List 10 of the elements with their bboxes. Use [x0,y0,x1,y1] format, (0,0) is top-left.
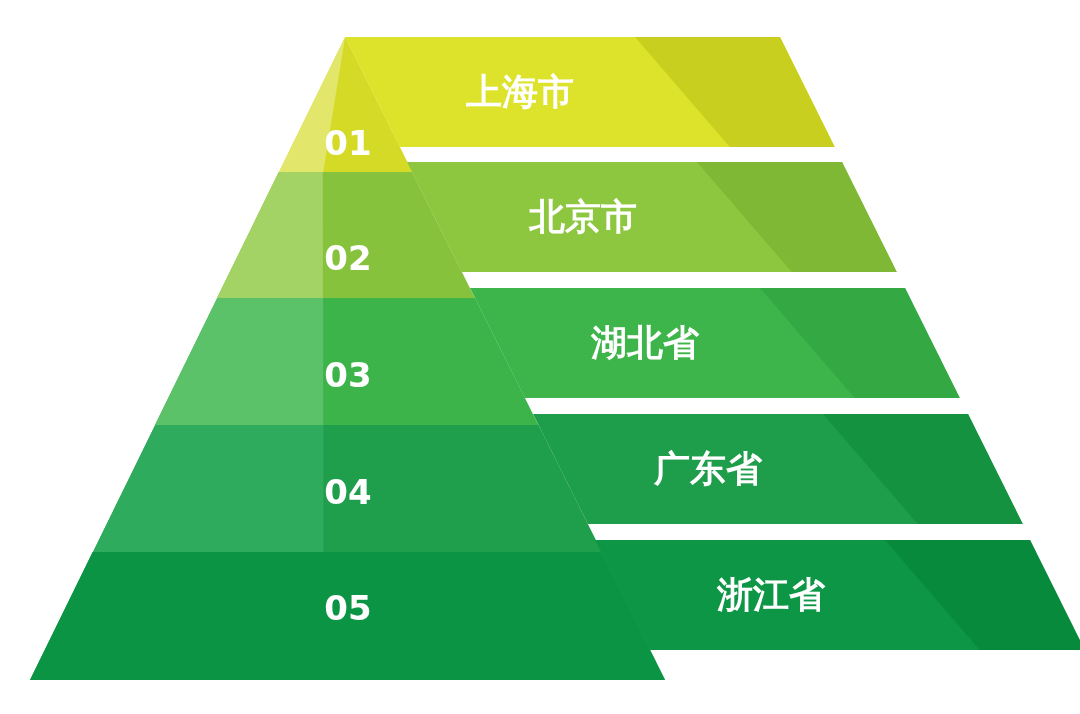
layer-number: 02 [324,241,372,275]
region-name: 北京市 [528,199,637,235]
region-name: 浙江省 [716,577,825,613]
layer-number: 04 [324,475,372,509]
region-name: 湖北省 [591,325,700,361]
region-name: 广东省 [654,451,763,487]
region-name: 上海市 [466,74,575,110]
layer-number: 05 [324,591,372,625]
layer-number: 01 [324,126,372,160]
layer-number: 03 [324,358,372,392]
